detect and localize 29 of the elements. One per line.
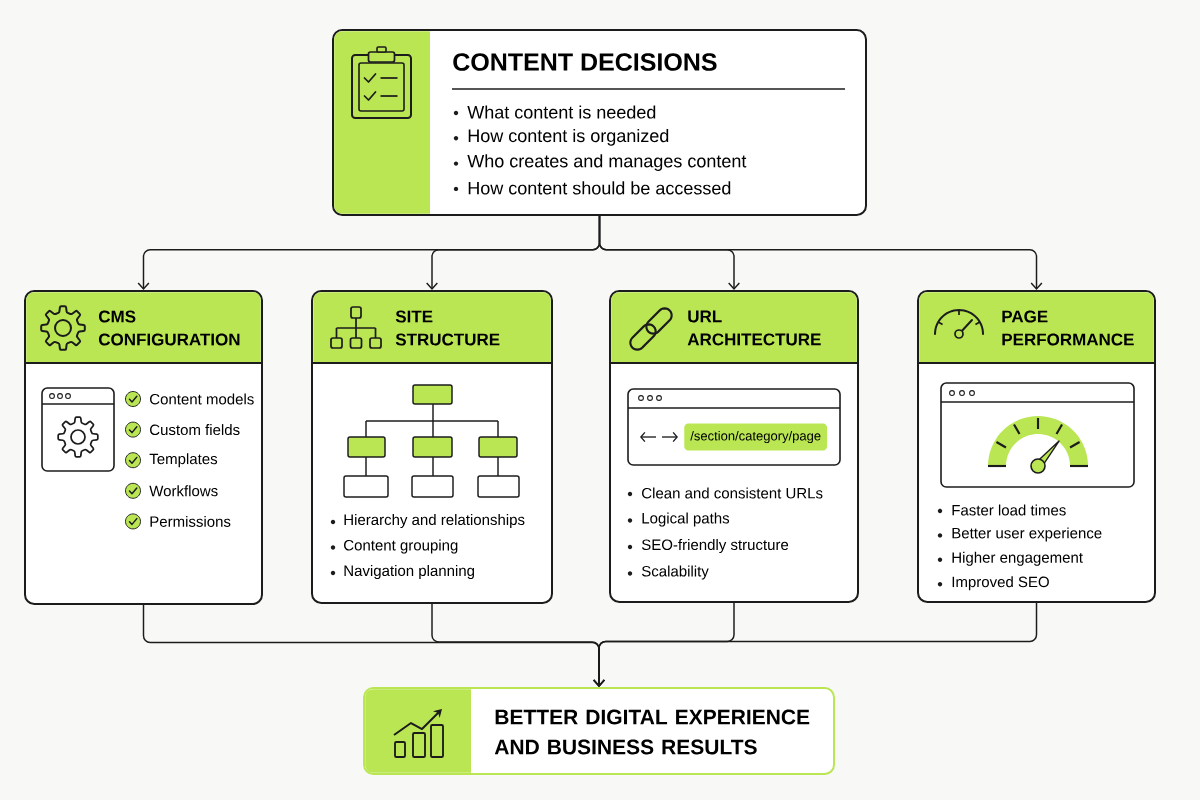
bullet-item: Clean and consistent URLs: [642, 487, 823, 499]
bullet-item: How content should be accessed: [468, 181, 731, 195]
card-heading: BETTER DIGITAL EXPERIENCE AND BUSINESS RESULTS: [494, 709, 810, 755]
bullet-item: Content models: [150, 393, 254, 405]
bullet-item: Improved SEO: [952, 576, 1049, 591]
bullet-item: What content is needed: [467, 105, 656, 119]
bullet-item: Who creates and manages content: [467, 154, 747, 171]
panel-header: PAGE PERFORMANCE: [917, 292, 1156, 364]
arrow: [592, 602, 1038, 687]
card-heading: CONTENT DECISIONS: [453, 53, 717, 71]
panel-header: URL ARCHITECTURE: [609, 292, 859, 364]
panel-header: CMS CONFIGURATION: [24, 292, 263, 364]
bullet-item: Higher engagement: [952, 551, 1083, 566]
bullet-item: Templates: [149, 453, 218, 468]
bullet-item: How content is organized: [468, 128, 669, 146]
bullet-item: Custom fields: [150, 424, 240, 436]
bullet-item: Workflows: [149, 485, 218, 497]
arrow: [598, 215, 1043, 290]
bullet-item: Navigation planning: [344, 565, 475, 579]
bullet-item: Faster load times: [952, 504, 1066, 516]
bullet-item: Content grouping: [344, 539, 458, 554]
bullet-item: Scalability: [641, 565, 709, 580]
bullet-item: Hierarchy and relationships: [344, 514, 525, 528]
bullet-item: Logical paths: [642, 512, 730, 527]
bullet-item: SEO-friendly structure: [641, 539, 789, 553]
bullet-item: Permissions: [150, 515, 231, 527]
url-bar: /section/category/page: [684, 423, 828, 451]
panel-header: SITE STRUCTURE: [311, 292, 553, 364]
bullet-item: Better user experience: [952, 527, 1102, 542]
